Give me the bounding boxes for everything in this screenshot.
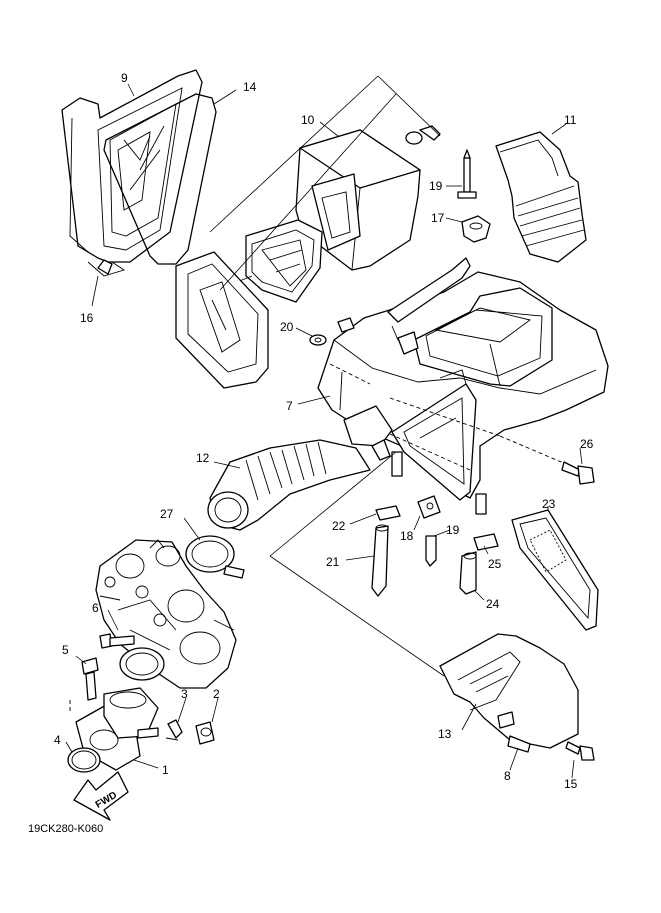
bolt-26 <box>561 461 595 485</box>
callout-2: 2 <box>213 687 220 701</box>
callout-22: 22 <box>332 519 346 533</box>
diagram-code: 19CK280-K060 <box>28 823 103 835</box>
bolt-6 <box>99 633 135 649</box>
grommet <box>461 215 491 243</box>
lower-box <box>439 633 579 753</box>
air-filter-case <box>317 257 609 515</box>
callout-24: 24 <box>486 597 500 611</box>
callout-6: 6 <box>92 601 99 615</box>
wing-bolt <box>405 125 441 145</box>
callout-9: 9 <box>121 71 128 85</box>
callout-8: 8 <box>504 769 511 783</box>
filter-frame <box>231 219 323 303</box>
callout-14: 14 <box>243 80 257 94</box>
clamp-27 <box>185 535 245 579</box>
callout-17: 17 <box>431 211 445 225</box>
cap-2 <box>195 721 215 745</box>
intake-duct <box>495 131 587 263</box>
clip-22 <box>375 505 401 521</box>
drain-hose-21 <box>371 524 389 597</box>
clamp-6 <box>119 647 165 681</box>
callout-3: 3 <box>181 687 188 701</box>
callout-26: 26 <box>580 437 594 451</box>
callout-16: 16 <box>80 311 94 325</box>
callout-21: 21 <box>326 555 340 569</box>
filter-element <box>295 129 421 271</box>
callout-4: 4 <box>54 733 61 747</box>
clip-25 <box>473 533 499 551</box>
bracket-18 <box>417 495 441 519</box>
callout-12: 12 <box>196 451 210 465</box>
callout-27: 27 <box>160 507 174 521</box>
filter-base <box>175 251 269 389</box>
screw-5 <box>81 657 99 701</box>
mesh-screen <box>511 509 599 631</box>
callout-15: 15 <box>564 777 578 791</box>
gasket <box>103 93 217 265</box>
callout-23: 23 <box>542 497 556 511</box>
callout-5: 5 <box>62 643 69 657</box>
o-ring <box>67 747 101 773</box>
intake-hose <box>207 439 371 531</box>
fwd-arrow: FWD <box>73 771 129 821</box>
callout-11: 11 <box>564 113 577 127</box>
callout-20: 20 <box>280 320 294 334</box>
callout-10: 10 <box>301 113 315 127</box>
callout-19b: 19 <box>446 523 460 537</box>
screw-top <box>457 149 477 199</box>
callout-1: 1 <box>162 763 169 777</box>
callout-18: 18 <box>400 529 414 543</box>
side-cover <box>61 69 203 277</box>
callout-25: 25 <box>488 557 502 571</box>
screw-15 <box>565 741 595 761</box>
callout-19: 19 <box>429 179 443 193</box>
drain-hose-24 <box>459 551 477 595</box>
callout-7: 7 <box>286 399 293 413</box>
washers <box>309 317 355 346</box>
screw-19b <box>425 535 437 567</box>
clip-3 <box>165 719 183 741</box>
callout-13: 13 <box>438 727 452 741</box>
